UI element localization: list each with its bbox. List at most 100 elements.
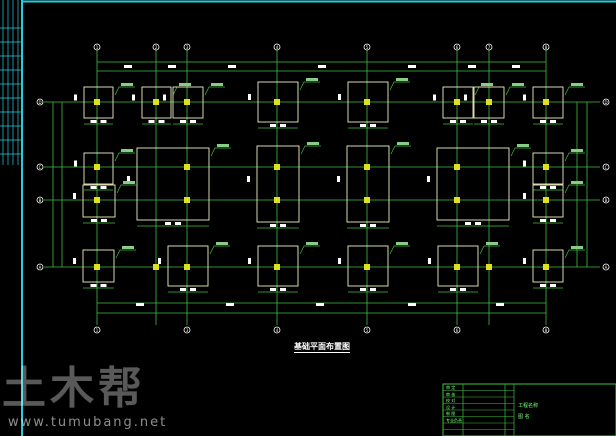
footing-leader bbox=[564, 184, 585, 194]
footing-tag bbox=[571, 181, 583, 184]
dimension-text-mark bbox=[370, 224, 376, 227]
footing-tag bbox=[481, 83, 493, 86]
footing-outline bbox=[437, 245, 479, 287]
footing-leader bbox=[510, 147, 531, 157]
footing-leader bbox=[204, 86, 225, 96]
column-mark bbox=[184, 264, 190, 270]
footing-outline bbox=[347, 81, 389, 123]
column-mark bbox=[153, 264, 159, 270]
footing-leader bbox=[564, 249, 585, 259]
column-mark bbox=[543, 99, 549, 105]
footing-leader bbox=[210, 147, 231, 157]
bottom-axis-label: 5 bbox=[366, 328, 369, 333]
footing-outline bbox=[83, 86, 114, 119]
footing-outline bbox=[256, 145, 300, 223]
column-mark bbox=[184, 164, 190, 170]
footing-leader bbox=[114, 86, 135, 96]
dimension-text-mark bbox=[408, 65, 416, 68]
dimension-text-mark bbox=[523, 160, 526, 167]
row-axis-label: B bbox=[39, 198, 42, 203]
bottom-axis-bubble bbox=[183, 326, 191, 334]
column-mark bbox=[274, 197, 280, 203]
footing-leader bbox=[389, 245, 410, 255]
dimension-text-mark bbox=[550, 186, 556, 189]
column-axis-bubble bbox=[273, 43, 281, 51]
footing-outline bbox=[532, 249, 564, 283]
dimension-text-mark bbox=[338, 94, 341, 100]
column-mark bbox=[94, 99, 100, 105]
dimension-text-mark bbox=[550, 219, 556, 222]
column-mark bbox=[184, 99, 190, 105]
footing-tag bbox=[396, 242, 408, 245]
dimension-text-mark bbox=[280, 124, 286, 127]
dimension-text-mark bbox=[90, 186, 97, 189]
dimension-text-mark bbox=[168, 65, 176, 68]
dimension-text-mark bbox=[100, 120, 107, 123]
footing-outline bbox=[347, 245, 389, 287]
column-axis-bubble bbox=[485, 43, 493, 51]
dimension-text-mark bbox=[540, 186, 546, 189]
row-axis-label: C bbox=[39, 165, 42, 170]
dimension-text-mark bbox=[370, 288, 376, 291]
dimension-text-mark bbox=[337, 176, 340, 182]
column-mark bbox=[543, 164, 549, 170]
footing-tag bbox=[517, 144, 529, 147]
drawing-title: 基础平面布置图 bbox=[294, 342, 350, 353]
bottom-axis-label: 6 bbox=[456, 328, 459, 333]
dimension-text-mark bbox=[158, 120, 165, 123]
column-mark bbox=[454, 197, 460, 203]
column-axis-label: 2 bbox=[155, 45, 158, 50]
bottom-axis-bubble bbox=[363, 326, 371, 334]
column-mark bbox=[274, 164, 280, 170]
dimension-text-mark bbox=[158, 258, 161, 264]
row-axis-bubble bbox=[602, 98, 610, 106]
bottom-axis-bubble bbox=[453, 326, 461, 334]
row-axis-label: B bbox=[605, 198, 608, 203]
bottom-axis-bubble bbox=[542, 326, 550, 334]
column-mark bbox=[454, 264, 460, 270]
footing-tag bbox=[216, 242, 228, 245]
footing-outline bbox=[82, 184, 116, 218]
title-block-label: 审 核 bbox=[446, 391, 456, 397]
footing-outline bbox=[257, 81, 299, 123]
column-mark bbox=[454, 164, 460, 170]
column-axis-label: 4 bbox=[276, 45, 279, 50]
footing-outline bbox=[83, 152, 114, 185]
dimension-text-mark bbox=[550, 120, 556, 123]
bottom-axis-bubble bbox=[93, 326, 101, 334]
bottom-axis-label: 4 bbox=[276, 328, 279, 333]
dimension-text-mark bbox=[148, 120, 155, 123]
footing-tag bbox=[122, 246, 134, 249]
column-mark bbox=[364, 264, 370, 270]
dimension-text-mark bbox=[280, 288, 286, 291]
dimension-text-mark bbox=[136, 303, 144, 306]
title-block-label: 设 计 bbox=[446, 404, 456, 410]
column-axis-label: 5 bbox=[366, 45, 369, 50]
dimension-text-mark bbox=[460, 288, 466, 291]
column-axis-label: 6 bbox=[456, 45, 459, 50]
footing-outline bbox=[436, 147, 510, 221]
dimension-text-mark bbox=[124, 65, 132, 68]
dimension-text-mark bbox=[464, 94, 467, 101]
dimension-text-mark bbox=[127, 176, 130, 182]
title-block-label: 制 图 bbox=[446, 411, 456, 416]
dimension-text-mark bbox=[318, 65, 326, 68]
column-axis-label: 1 bbox=[96, 45, 99, 50]
footing-outline bbox=[532, 184, 564, 218]
footing-leader bbox=[209, 245, 230, 255]
dimension-text-mark bbox=[190, 288, 196, 291]
footing-tag bbox=[486, 242, 498, 245]
dimension-text-mark bbox=[270, 224, 276, 227]
row-axis-label: D bbox=[604, 100, 607, 105]
title-block-drawing-label: 图 名 bbox=[518, 414, 530, 420]
title-block-label: 校 对 bbox=[446, 398, 456, 403]
column-mark bbox=[364, 99, 370, 105]
watermark-logo: 土木帮 bbox=[2, 363, 146, 414]
footing-leader bbox=[114, 152, 135, 162]
dimension-text-mark bbox=[540, 120, 546, 123]
dimension-text-mark bbox=[73, 258, 76, 264]
column-mark bbox=[94, 164, 100, 170]
dimension-text-mark bbox=[550, 284, 556, 287]
dimension-text-mark bbox=[316, 303, 324, 306]
